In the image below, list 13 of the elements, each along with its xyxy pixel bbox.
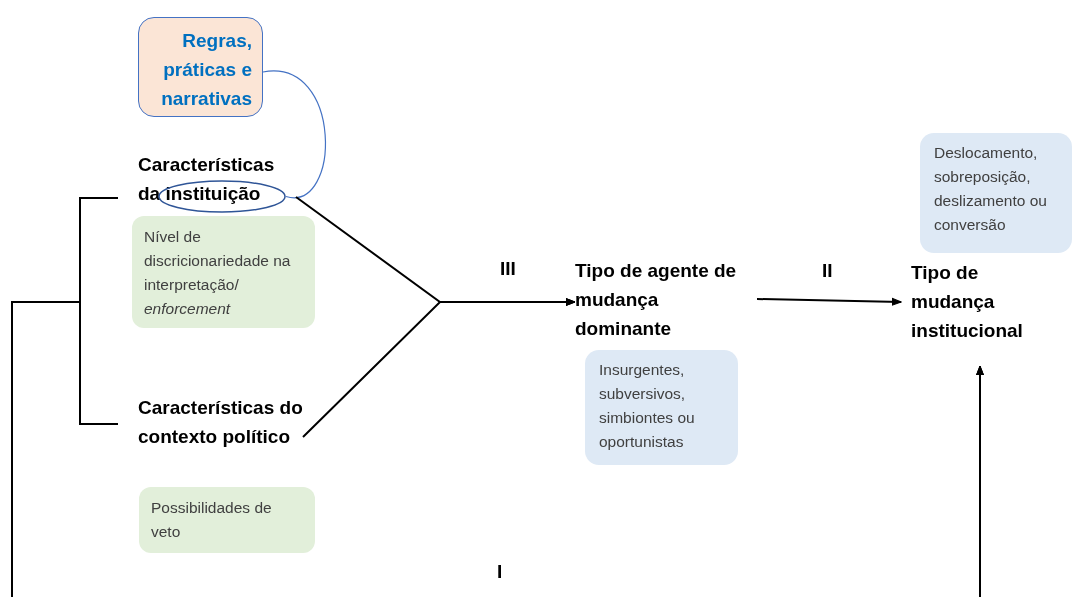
note-box: Nível de discricionariedade na interpretação/ enforcement [132,216,315,328]
connector-line [262,71,326,198]
arrow [756,297,902,306]
note-box: Possibilidades de veto [139,487,315,553]
note-box: Insurgentes, subversivos, simbiontes ou oportunistas [585,350,738,465]
node-heading: Características da instituição [138,150,290,208]
node-heading: Tipo de agente de mudança dominante [575,256,745,343]
node-heading: Características do contexto político [138,393,303,451]
note-box: Deslocamento, sobreposição, deslizamento ou conversão [920,133,1072,253]
arrow [302,298,576,438]
rounded-box: Regras, práticas e narrativas [138,17,263,117]
node-heading: Tipo de mudança institucional [911,258,1061,345]
ellipse-outline [158,180,286,213]
